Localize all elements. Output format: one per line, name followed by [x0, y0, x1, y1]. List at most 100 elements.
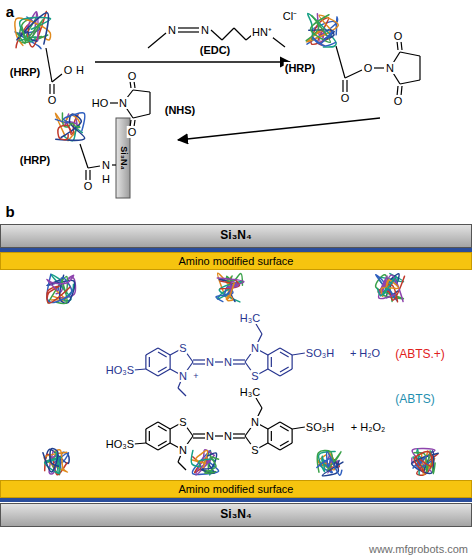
hrp-protein [191, 450, 218, 475]
bond-line [112, 164, 116, 165]
bond-line [46, 48, 52, 82]
bond-line [280, 348, 292, 355]
substrate-band: Si₃N₄ [0, 224, 472, 248]
bond-line [149, 431, 150, 441]
group-label: HO₃S [105, 438, 135, 450]
group-label: H₃C [239, 386, 261, 398]
bond-line [178, 27, 199, 28]
bond-line [158, 348, 170, 355]
bond-line [158, 426, 167, 431]
hrp-protein [216, 273, 244, 302]
molecule-name: (HRP) [9, 66, 42, 78]
protein-strand [414, 452, 432, 473]
bond-line [267, 429, 268, 443]
band-label: Amino modified surface [179, 255, 294, 268]
band-label: Amino modified surface [179, 483, 294, 496]
atom-label: N [205, 430, 215, 442]
bond-line [149, 357, 150, 367]
bond-line [158, 422, 170, 429]
group-label: H₃C [239, 312, 261, 324]
bond-line [158, 441, 167, 446]
bond-line [268, 443, 280, 450]
protein-strand [313, 31, 336, 46]
substrate-label: Si₃N₄ [118, 145, 128, 170]
bond-line [234, 28, 246, 40]
surface-band: Amino modified surface [0, 480, 472, 498]
atom-label: O [127, 126, 138, 138]
protein-strand [414, 450, 435, 473]
protein-strand [377, 277, 397, 296]
atom-label: S [178, 342, 187, 354]
bond-line [88, 166, 100, 168]
atom-label: N [250, 342, 260, 354]
atom-label: H [101, 173, 111, 185]
protein-strand [226, 283, 234, 301]
bond-line [133, 114, 150, 118]
bond-line [280, 367, 289, 372]
chemical-bonds [46, 28, 420, 470]
atom-label: N [250, 416, 260, 428]
protein-strand [376, 275, 404, 302]
protein-strand [379, 275, 404, 301]
bond-line [268, 348, 280, 355]
atom-label: N [223, 356, 233, 368]
bond-line [292, 427, 305, 429]
bond-line [292, 353, 305, 355]
reaction-reagent: + H₂O₂ [350, 421, 387, 433]
hrp-protein [47, 274, 76, 303]
bond-line [149, 92, 150, 114]
protein-strand [55, 113, 84, 131]
atom-label: N [118, 97, 128, 109]
bond-line [292, 429, 293, 443]
bond-line [146, 443, 158, 450]
protein-strand [58, 125, 71, 139]
ion-label: Cl⁻ [282, 10, 298, 22]
group-label: SO₃H [305, 347, 335, 359]
bond-line [53, 84, 54, 94]
bond-line [267, 355, 268, 369]
atom-label: O [393, 95, 404, 107]
reaction-arrow [95, 61, 290, 62]
protein-strand [15, 18, 51, 45]
bond-line [280, 426, 289, 431]
molecule-name: (ABTS) [394, 393, 435, 406]
bond-line [419, 56, 420, 80]
group-label: HO₃S [105, 364, 135, 376]
reaction-arrow [178, 118, 380, 140]
bond-line [89, 170, 90, 180]
panel-letter: a [5, 4, 15, 21]
band-label: Si₃N₄ [220, 229, 251, 243]
bond-line [158, 443, 170, 450]
bond-line [268, 422, 280, 429]
bond-line [133, 90, 150, 92]
atom-label: H [75, 64, 85, 76]
atom-label: N [178, 370, 188, 382]
atom-label: N [223, 430, 233, 442]
atom-label: HN⁺ [251, 26, 273, 38]
bond-line [130, 81, 131, 88]
atom-label: O [127, 70, 138, 82]
band-label: Si₃N₄ [220, 508, 251, 522]
molecule-name: (HRP) [19, 154, 52, 166]
atom-label: N [101, 159, 111, 171]
bond-line [146, 348, 158, 355]
bond-line [178, 31, 199, 32]
bond-line [146, 422, 158, 429]
charge-label: + [192, 372, 199, 382]
protein-strand [43, 448, 58, 472]
bond-line [211, 30, 222, 40]
protein-strand [192, 450, 218, 474]
protein-strand [47, 275, 74, 291]
protein-strand [317, 452, 342, 475]
protein-strand [412, 451, 439, 474]
abts-structure [134, 324, 305, 396]
bond-line [178, 462, 186, 470]
watermark: www.mfgrobots.com [368, 543, 469, 555]
bond-line [346, 80, 347, 92]
hrp-protein [412, 448, 439, 475]
bond-line [134, 369, 146, 370]
bond-line [397, 41, 398, 50]
bond-line [374, 67, 384, 68]
bond-line [345, 70, 362, 78]
